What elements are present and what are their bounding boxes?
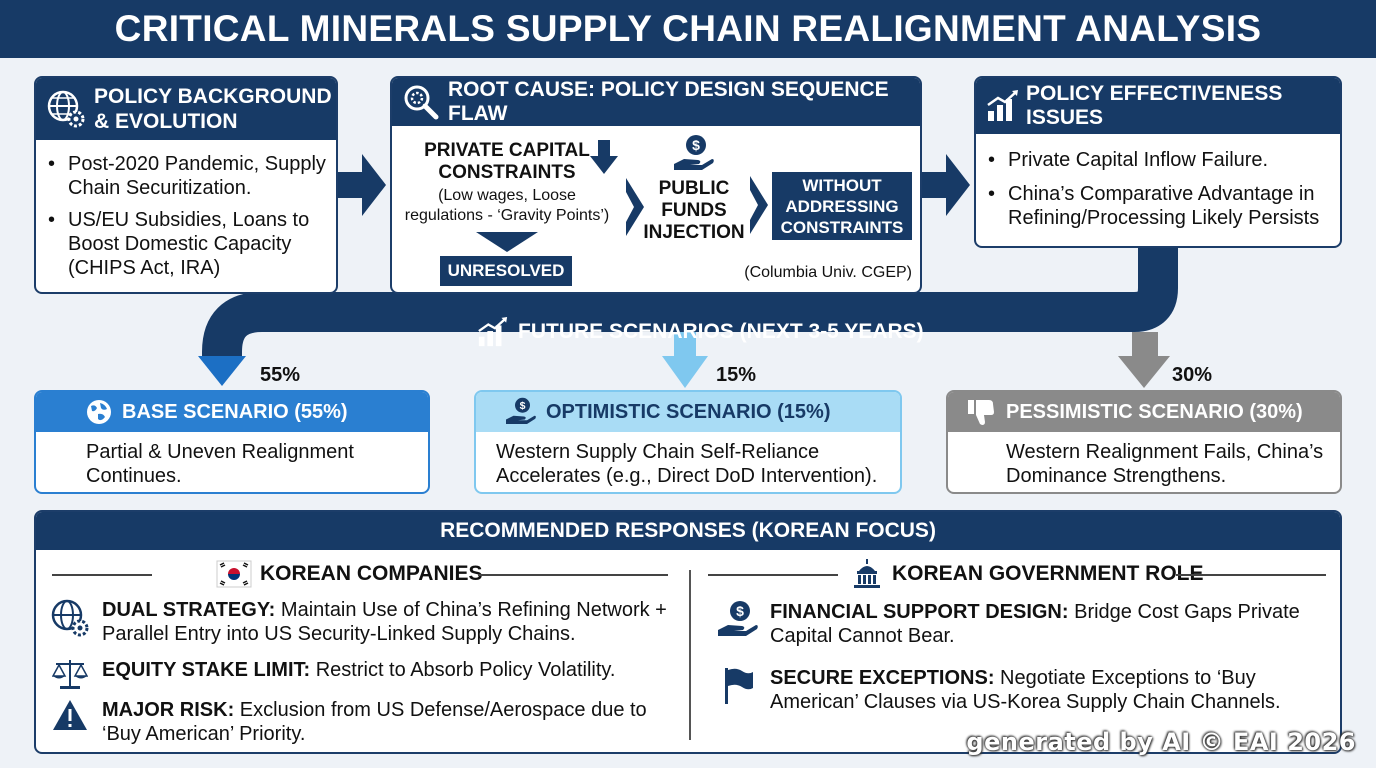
base-scenario-title: BASE SCENARIO (55%) bbox=[122, 400, 348, 423]
list-item: MAJOR RISK: Exclusion from US Defense/Ae… bbox=[50, 698, 680, 746]
public-funds-line-1: PUBLIC bbox=[658, 178, 730, 199]
policy-background-panel: POLICY BACKGROUND & EVOLUTION Post-2020 … bbox=[34, 76, 338, 294]
page-title: CRITICAL MINERALS SUPPLY CHAIN REALIGNME… bbox=[0, 0, 1376, 58]
private-capital-title-1: PRIVATE CAPITAL bbox=[424, 140, 590, 161]
chevron-right-icon bbox=[626, 178, 644, 236]
thumbs-down-icon bbox=[966, 397, 998, 427]
equity-stake-text: Restrict to Absorb Policy Volatility. bbox=[315, 659, 616, 681]
policy-background-list: Post-2020 Pandemic, Supply Chain Securit… bbox=[36, 140, 336, 280]
svg-text:$: $ bbox=[520, 400, 526, 412]
future-scenarios-title: FUTURE SCENARIOS (NEXT 3-5 YEARS) bbox=[518, 320, 924, 343]
magnifier-gear-icon bbox=[402, 82, 440, 122]
public-funds-line-2: FUNDS bbox=[661, 200, 727, 221]
private-capital-title-2: CONSTRAINTS bbox=[438, 162, 576, 183]
without-line-3: CONSTRAINTS bbox=[780, 217, 904, 237]
svg-text:$: $ bbox=[692, 137, 700, 153]
financial-support-label: FINANCIAL SUPPORT DESIGN: bbox=[770, 601, 1069, 623]
responses-title: RECOMMENDED RESPONSES (KOREAN FOCUS) bbox=[36, 512, 1340, 550]
financial-support-text: Bridge Cost Gaps Private Capital Cannot … bbox=[770, 601, 1300, 647]
korea-flag-icon bbox=[216, 559, 252, 589]
section-rule bbox=[1176, 574, 1326, 576]
korean-companies-header: KOREAN COMPANIES bbox=[216, 558, 482, 590]
list-item: US/EU Subsidies, Loans to Boost Domestic… bbox=[36, 208, 326, 280]
korean-government-header: KOREAN GOVERNMENT ROLE bbox=[850, 558, 1204, 590]
root-cause-title: ROOT CAUSE: POLICY DESIGN SEQUENCE FLAW bbox=[448, 78, 889, 125]
source-note: (Columbia Univ. CGEP) bbox=[744, 264, 912, 281]
root-cause-panel: ROOT CAUSE: POLICY DESIGN SEQUENCE FLAW … bbox=[390, 76, 922, 294]
svg-text:$: $ bbox=[736, 603, 744, 619]
dual-strategy-text: Maintain Use of China’s Refining Network… bbox=[102, 599, 667, 645]
major-risk-label: MAJOR RISK: bbox=[102, 699, 235, 721]
warning-icon bbox=[50, 698, 90, 732]
without-line-2: ADDRESSING bbox=[785, 196, 899, 216]
chevron-right-icon bbox=[750, 176, 768, 234]
section-rule bbox=[478, 574, 668, 576]
arrow-right-icon bbox=[920, 154, 970, 216]
globe-icon bbox=[84, 397, 114, 427]
optimistic-pct-label: 15% bbox=[716, 364, 757, 386]
responses-panel: RECOMMENDED RESPONSES (KOREAN FOCUS) KOR… bbox=[34, 510, 1342, 754]
equity-stake-label: EQUITY STAKE LIMIT: bbox=[102, 659, 311, 681]
section-rule bbox=[708, 574, 838, 576]
section-rule bbox=[52, 574, 152, 576]
globe-gear-icon bbox=[50, 598, 90, 638]
list-item: Private Capital Inflow Failure. bbox=[976, 148, 1332, 172]
public-funds-line-3: INJECTION bbox=[643, 222, 745, 243]
private-capital-block: PRIVATE CAPITAL CONSTRAINTS (Low wages, … bbox=[400, 140, 614, 226]
without-addressing-badge: WITHOUT ADDRESSING CONSTRAINTS bbox=[772, 172, 912, 240]
list-item: DUAL STRATEGY: Maintain Use of China’s R… bbox=[50, 598, 680, 646]
list-item: EQUITY STAKE LIMIT: Restrict to Absorb P… bbox=[50, 658, 680, 690]
arrow-right-icon bbox=[336, 154, 386, 216]
effectiveness-panel: POLICY EFFECTIVENESS ISSUES Private Capi… bbox=[974, 76, 1342, 248]
scales-icon bbox=[50, 658, 90, 690]
arrow-down-icon bbox=[590, 140, 618, 174]
capitol-building-icon bbox=[850, 559, 884, 589]
list-item: Post-2020 Pandemic, Supply Chain Securit… bbox=[36, 152, 326, 200]
money-hand-icon: $ bbox=[716, 600, 760, 640]
future-scenarios-banner: FUTURE SCENARIOS (NEXT 3-5 YEARS) bbox=[476, 314, 924, 350]
optimistic-scenario-card: $ OPTIMISTIC SCENARIO (15%) Western Supp… bbox=[474, 390, 902, 494]
scenario-connector bbox=[198, 246, 1178, 388]
money-hand-icon: $ bbox=[504, 397, 538, 427]
unresolved-badge: UNRESOLVED bbox=[440, 256, 572, 286]
bar-chart-icon bbox=[986, 88, 1020, 124]
list-item: SECURE EXCEPTIONS: Negotiate Exceptions … bbox=[716, 666, 1316, 714]
column-divider bbox=[689, 570, 691, 740]
secure-exceptions-label: SECURE EXCEPTIONS: bbox=[770, 667, 995, 689]
effectiveness-title: POLICY EFFECTIVENESS ISSUES bbox=[1026, 82, 1283, 129]
korean-government-title: KOREAN GOVERNMENT ROLE bbox=[892, 562, 1204, 585]
base-scenario-text: Partial & Uneven Realignment Continues. bbox=[86, 441, 354, 487]
pessimistic-pct-label: 30% bbox=[1172, 364, 1213, 386]
bar-chart-icon bbox=[476, 315, 510, 349]
dual-strategy-label: DUAL STRATEGY: bbox=[102, 599, 276, 621]
without-line-1: WITHOUT bbox=[802, 175, 882, 195]
optimistic-scenario-text: Western Supply Chain Self-Reliance Accel… bbox=[496, 441, 878, 487]
korean-companies-title: KOREAN COMPANIES bbox=[260, 562, 483, 585]
major-risk-text: Exclusion from US Defense/Aerospace due … bbox=[102, 699, 647, 745]
effectiveness-list: Private Capital Inflow Failure. China’s … bbox=[976, 134, 1340, 230]
policy-background-title-2: & EVOLUTION bbox=[94, 110, 238, 133]
arrow-down-icon bbox=[476, 232, 538, 252]
flag-icon bbox=[716, 666, 760, 706]
watermark: generated by AI © EAI 2026 bbox=[966, 728, 1356, 756]
pessimistic-scenario-card: PESSIMISTIC SCENARIO (30%) Western Reali… bbox=[946, 390, 1342, 494]
money-hand-icon: $ bbox=[672, 134, 716, 174]
list-item: China’s Comparative Advantage in Refinin… bbox=[976, 182, 1332, 230]
public-funds-block: PUBLIC FUNDS INJECTION bbox=[636, 178, 752, 244]
pessimistic-scenario-title: PESSIMISTIC SCENARIO (30%) bbox=[1006, 400, 1303, 423]
base-pct-label: 55% bbox=[260, 364, 301, 386]
list-item: $ FINANCIAL SUPPORT DESIGN: Bridge Cost … bbox=[716, 600, 1316, 648]
pessimistic-scenario-text: Western Realignment Fails, China’s Domin… bbox=[1006, 441, 1324, 487]
private-capital-note: (Low wages, Loose regulations - ‘Gravity… bbox=[404, 187, 610, 224]
base-scenario-card: BASE SCENARIO (55%) Partial & Uneven Rea… bbox=[34, 390, 430, 494]
policy-background-title-1: POLICY BACKGROUND bbox=[94, 85, 332, 108]
optimistic-scenario-title: OPTIMISTIC SCENARIO (15%) bbox=[546, 400, 831, 423]
secure-exceptions-text: Negotiate Exceptions to ‘Buy American’ C… bbox=[770, 667, 1281, 713]
globe-gear-icon bbox=[46, 89, 86, 129]
